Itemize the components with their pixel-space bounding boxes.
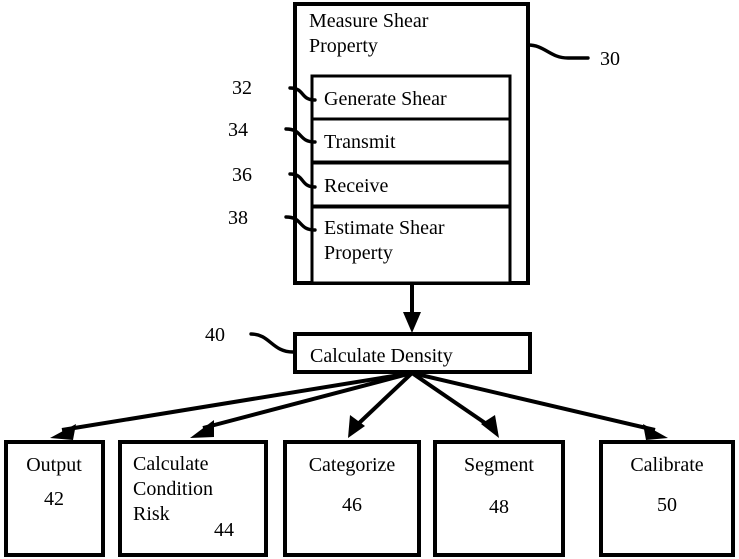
arrow-head-to-output: [50, 424, 76, 440]
arrow-shaft-to-condition-risk: [202, 371, 413, 430]
calibrate-box: [599, 440, 735, 557]
ref-number-34: 34: [228, 119, 248, 141]
ref-number-50: 50: [657, 494, 677, 516]
ref-36-leader-line: [288, 172, 317, 189]
ref-leader-38: 38: [228, 207, 317, 232]
calculate-condition-risk-label-line2: Condition: [133, 478, 213, 500]
arrow-head-to-condition-risk: [190, 420, 214, 438]
ref-leader-34: 34: [228, 119, 317, 144]
ref-number-38: 38: [228, 207, 248, 229]
generate-shear-box: [310, 74, 512, 121]
estimate-shear-property-label-line2: Property: [324, 242, 393, 264]
arrow-measure-to-calculate-density: [403, 285, 421, 333]
calculate-density-label: Calculate Density: [310, 345, 453, 367]
node-categorize: Categorize 46: [283, 440, 421, 557]
ref-number-36: 36: [232, 164, 252, 186]
categorize-box: [283, 440, 421, 557]
arrow-head-measure-to-density: [403, 312, 421, 333]
measure-shear-property-label-line2: Property: [309, 35, 378, 57]
ref-number-40: 40: [205, 324, 225, 346]
estimate-shear-property-box: [310, 205, 512, 285]
ref-number-32: 32: [232, 77, 252, 99]
categorize-label: Categorize: [309, 454, 396, 476]
ref-40-leader-line: [249, 332, 295, 354]
ref-32-leader-line: [288, 86, 317, 102]
node-generate-shear: Generate Shear: [310, 74, 512, 121]
ref-leader-32: 32: [232, 77, 317, 102]
node-calculate-condition-risk: Calculate Condition Risk 44: [118, 440, 268, 557]
arrow-shaft-to-segment: [410, 371, 490, 427]
node-output: Output 42: [4, 440, 105, 557]
arrow-head-to-calibrate: [643, 424, 668, 440]
node-transmit: Transmit: [310, 117, 512, 164]
fanout-arrows: [50, 371, 668, 440]
ref-number-46: 46: [342, 494, 362, 516]
ref-34-leader-line: [284, 127, 317, 144]
calculate-condition-risk-box: [118, 440, 268, 557]
output-label: Output: [26, 454, 82, 476]
segment-box: [433, 440, 565, 557]
ref-number-42: 42: [44, 488, 64, 510]
transmit-box: [310, 117, 512, 164]
calculate-condition-risk-label-line3: Risk: [133, 503, 170, 525]
arrow-head-to-segment: [481, 415, 499, 438]
receive-label: Receive: [324, 175, 389, 197]
measure-shear-property-label-line1: Measure Shear: [309, 10, 429, 32]
ref-38-leader-line: [284, 215, 317, 232]
node-calibrate: Calibrate 50: [599, 440, 735, 557]
calibrate-label: Calibrate: [630, 454, 703, 476]
ref-number-30: 30: [600, 48, 620, 70]
ref-number-48: 48: [489, 496, 509, 518]
estimate-shear-property-label-line1: Estimate Shear: [324, 217, 445, 239]
receive-box: [310, 161, 512, 208]
arrow-shaft-to-output: [61, 371, 413, 432]
ref-leader-30: 30: [526, 30, 620, 70]
node-segment: Segment 48: [433, 440, 565, 557]
arrow-shaft-to-calibrate: [411, 371, 656, 432]
arrow-head-to-categorize: [348, 415, 365, 438]
ref-30-leader-line: [526, 30, 590, 60]
node-calculate-density: Calculate Density: [293, 332, 532, 374]
ref-number-44: 44: [214, 519, 234, 541]
calculate-condition-risk-label-line1: Calculate: [133, 453, 209, 475]
ref-leader-36: 36: [232, 164, 317, 189]
arrow-shaft-to-categorize: [355, 371, 414, 427]
segment-label: Segment: [464, 454, 534, 476]
node-estimate-shear-property: Estimate Shear Property: [310, 205, 512, 285]
generate-shear-label: Generate Shear: [324, 88, 447, 110]
output-box: [4, 440, 105, 557]
transmit-label: Transmit: [324, 131, 396, 153]
ref-leader-40: 40: [205, 324, 295, 354]
node-receive: Receive: [310, 161, 512, 208]
